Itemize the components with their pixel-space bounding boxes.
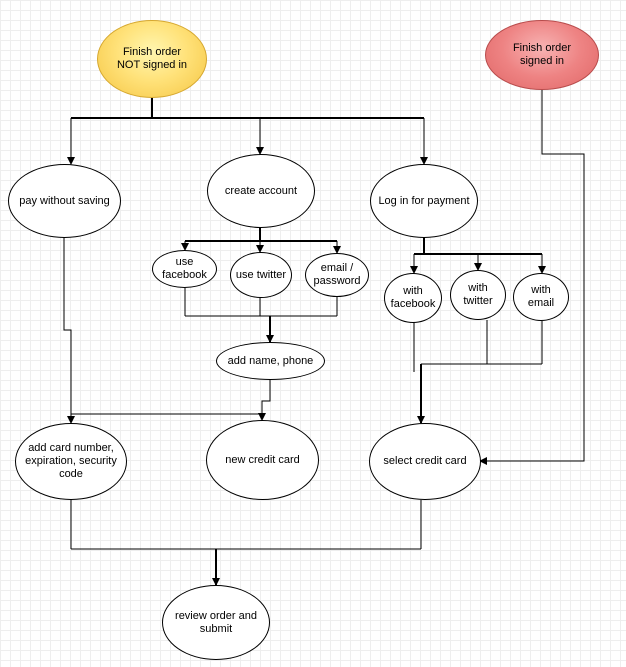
use-twitter-node[interactable]: use twitter — [230, 252, 292, 298]
create-account-node[interactable]: create account — [207, 154, 315, 228]
new-credit-card-node[interactable]: new credit card — [206, 420, 319, 500]
add-card-number-node[interactable]: add card number, expiration, security co… — [15, 423, 127, 500]
with-twitter-node[interactable]: with twitter — [450, 270, 506, 320]
log-in-for-payment-node[interactable]: Log in for payment — [370, 164, 478, 238]
edge-add-name-phone-down — [258, 380, 271, 421]
finish-order-signed-in-node[interactable]: Finish order signed in — [485, 20, 599, 90]
select-credit-card-node[interactable]: select credit card — [369, 423, 481, 500]
review-order-and-submit-node[interactable]: review order and submit — [162, 585, 270, 660]
finish-order-not-signed-in-node[interactable]: Finish order NOT signed in — [97, 20, 207, 98]
use-facebook-node[interactable]: use facebook — [152, 250, 217, 288]
pay-without-saving-node[interactable]: pay without saving — [8, 164, 121, 238]
edge-signed-in-to-select-card — [479, 90, 585, 465]
email-password-node[interactable]: email / password — [305, 253, 369, 297]
edge-pay-without-saving-down — [63, 237, 75, 424]
add-name-phone-node[interactable]: add name, phone — [216, 342, 325, 380]
with-email-node[interactable]: with email — [513, 273, 569, 321]
with-facebook-node[interactable]: with facebook — [384, 273, 442, 323]
